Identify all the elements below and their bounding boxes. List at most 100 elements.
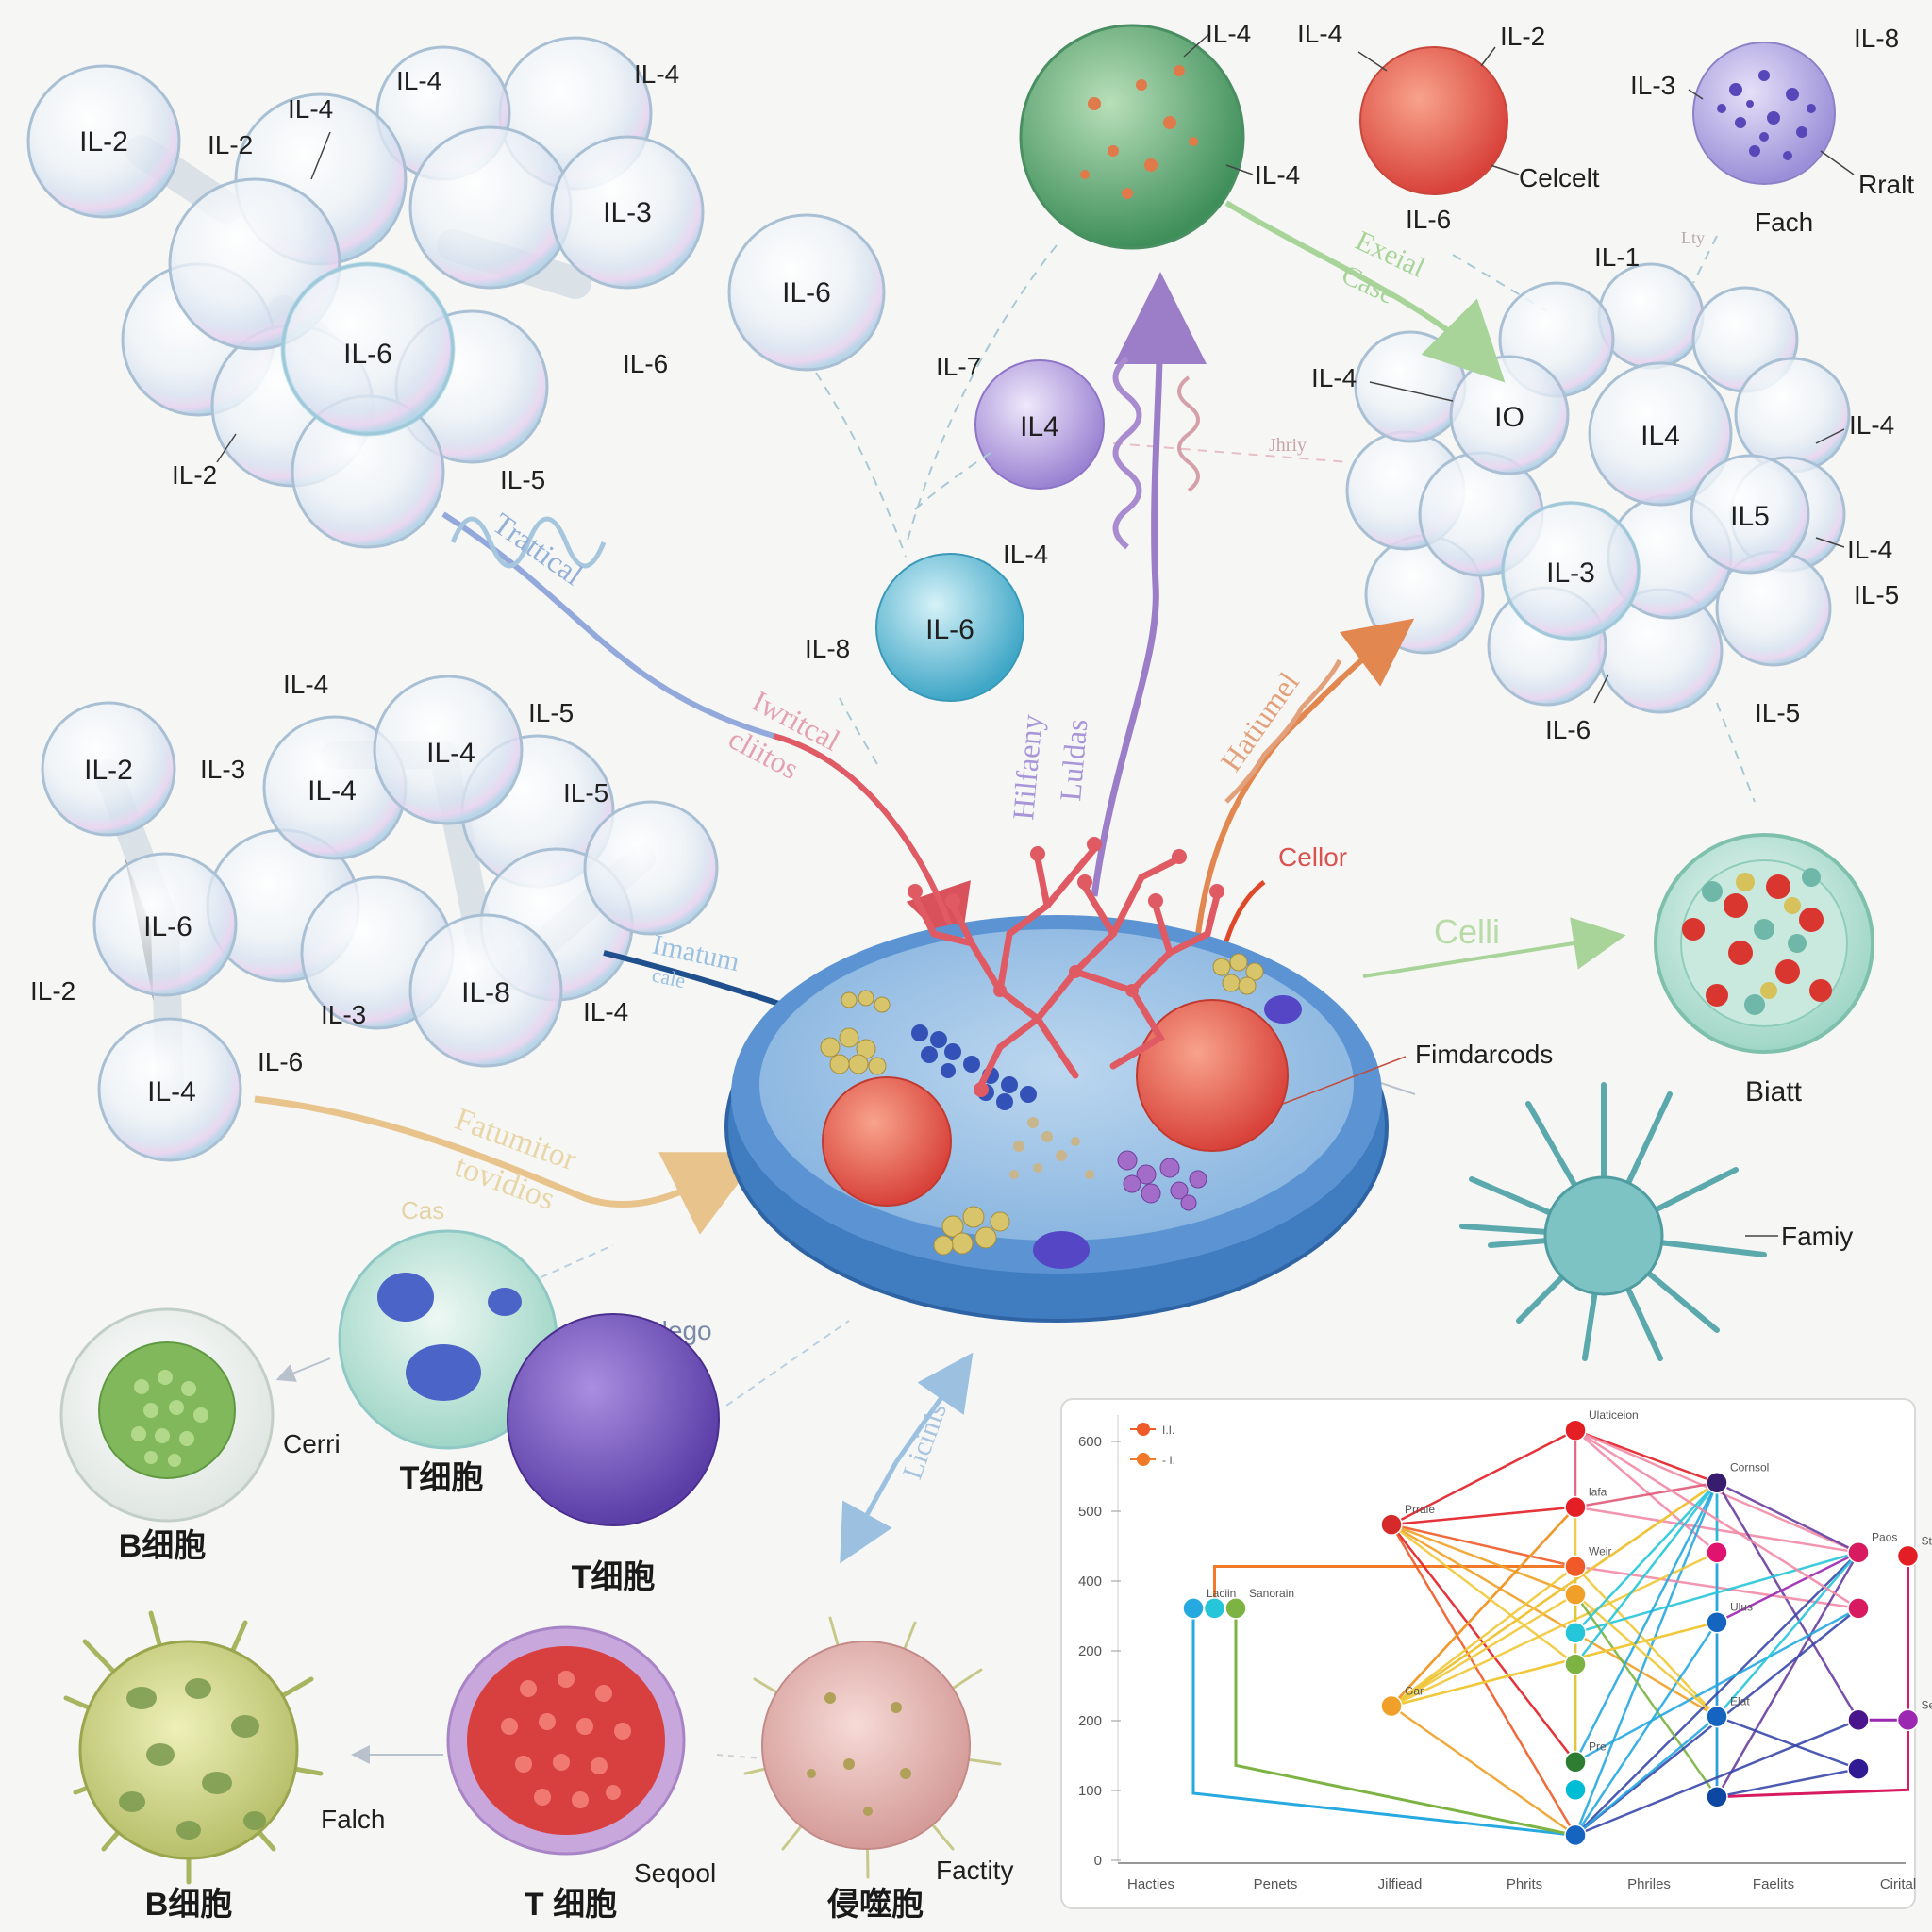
label: IL-4	[1849, 410, 1894, 440]
blast-cell	[1654, 833, 1874, 1054]
t-cell-violet	[507, 1313, 720, 1526]
bubble-label: IL-6	[143, 911, 192, 942]
y-tick-label: 200	[1078, 1713, 1102, 1729]
label: IL-7	[936, 352, 981, 381]
bubble-label: IL-8	[461, 977, 510, 1008]
x-tick-label: Cirital	[1880, 1876, 1916, 1892]
chart-edge	[1391, 1705, 1576, 1837]
label: IL-6	[623, 349, 668, 378]
label: IL-5	[563, 778, 608, 808]
chart-node	[1380, 1694, 1403, 1718]
chart-bracket	[1716, 1556, 1909, 1799]
bubble-label: IL-4	[426, 738, 475, 769]
chart-edge	[1391, 1506, 1576, 1707]
label: IL-6	[1406, 205, 1451, 234]
bubble-label: IL-6	[782, 277, 831, 308]
chart-edge	[1574, 1482, 1719, 1836]
chart-edge	[1574, 1481, 1718, 1634]
purple-granular-cell	[1692, 42, 1836, 185]
label: IL-5	[500, 465, 545, 494]
cell-label: Factity	[936, 1856, 1013, 1885]
x-tick-label: Penets	[1254, 1876, 1298, 1892]
chart-edge	[1391, 1524, 1718, 1718]
sphere-label: IL-6	[925, 614, 974, 645]
chart-node-label: Paos	[1872, 1531, 1897, 1544]
arrow-text: Licinis	[897, 1399, 954, 1484]
dashed-connectors	[815, 235, 1756, 803]
chart-edge	[1574, 1429, 1718, 1484]
chart-node-label: Sanorain	[1249, 1587, 1294, 1600]
red-cell	[1359, 46, 1508, 195]
chart-node	[1706, 1785, 1728, 1808]
chart-edge	[1391, 1565, 1576, 1707]
label: IL-8	[805, 634, 850, 663]
arrow-text: Trattical	[487, 506, 590, 591]
arrow-text: cale	[650, 962, 688, 992]
chart-node-label: Prrale	[1405, 1503, 1435, 1516]
y-tick-label: 400	[1078, 1574, 1102, 1590]
label: IL-6	[1545, 715, 1591, 744]
label: IL-2	[1500, 22, 1545, 51]
chart-edge	[1716, 1481, 1859, 1554]
chart-edge	[1574, 1551, 1859, 1837]
label: IL-4	[1003, 540, 1048, 569]
chart-node-label: Ulaticeion	[1589, 1408, 1639, 1422]
label: IL-2	[172, 460, 217, 490]
chart-node	[1564, 1495, 1587, 1519]
label: IL-4	[283, 670, 328, 699]
signal-arrows	[254, 200, 1626, 1764]
bubble-label: IL-2	[79, 126, 128, 158]
arrow-text: Cellor	[1278, 842, 1347, 872]
x-tick-label: Hacties	[1127, 1876, 1174, 1892]
chart-node-label: Ulus	[1730, 1601, 1753, 1614]
bubble-cluster-right	[1345, 262, 1851, 714]
chart-edge	[1574, 1429, 1718, 1554]
cell-title: T细胞	[400, 1460, 484, 1496]
chart-node-label: Gar	[1405, 1685, 1424, 1698]
y-tick-label: 100	[1078, 1783, 1102, 1799]
label: IL-4	[1206, 19, 1251, 48]
chart-node	[1706, 1705, 1728, 1728]
chart-edge	[1574, 1593, 1719, 1798]
chart-edge	[1574, 1715, 1718, 1837]
chart-bracket	[1234, 1607, 1576, 1837]
chart-edge	[1391, 1523, 1576, 1568]
label: IL-4	[1255, 160, 1300, 190]
chart-edge	[1574, 1429, 1859, 1609]
chart-node-label: Laciin	[1207, 1587, 1236, 1600]
cell-label: Falch	[321, 1805, 385, 1834]
chart-node	[1224, 1597, 1247, 1620]
chart-edge	[1574, 1482, 1719, 1763]
bubble-label: IL-3	[603, 197, 652, 228]
chart-node	[1564, 1583, 1587, 1606]
bubble-label: IO	[1494, 402, 1524, 433]
x-tick-label: Jilfiead	[1378, 1876, 1423, 1892]
bubble-label: IL-4	[147, 1076, 196, 1108]
chart-edge	[1716, 1551, 1859, 1624]
chart-node	[1847, 1597, 1870, 1620]
chart-node	[1896, 1544, 1920, 1568]
label: IL-3	[1630, 71, 1675, 100]
legend-marker	[1137, 1423, 1150, 1436]
cell-title: T 细胞	[525, 1887, 617, 1923]
cell-title: 侵噬胞	[826, 1887, 924, 1923]
chart-edge	[1716, 1767, 1859, 1798]
y-tick-label: 500	[1078, 1504, 1102, 1520]
bubble-label: IL-4	[308, 775, 357, 807]
label: IL-3	[321, 1000, 366, 1029]
label: IL-5	[1755, 698, 1800, 727]
arrow-text: Celli	[1434, 912, 1500, 951]
chart-node-label: Pre	[1589, 1740, 1607, 1754]
chart-node	[1564, 1555, 1587, 1578]
chart-edge	[1574, 1481, 1718, 1665]
chart-node-label: Cornsol	[1730, 1461, 1769, 1474]
chart-bracket	[1213, 1565, 1575, 1608]
chart-node-label: Stiibomenia	[1922, 1534, 1932, 1547]
y-tick-label: 0	[1094, 1853, 1102, 1869]
chart-edge	[1574, 1593, 1718, 1718]
label: IL-3	[200, 755, 245, 784]
chart-node	[1203, 1597, 1226, 1620]
chart-node	[1380, 1513, 1403, 1536]
chart-edge	[1574, 1607, 1859, 1763]
